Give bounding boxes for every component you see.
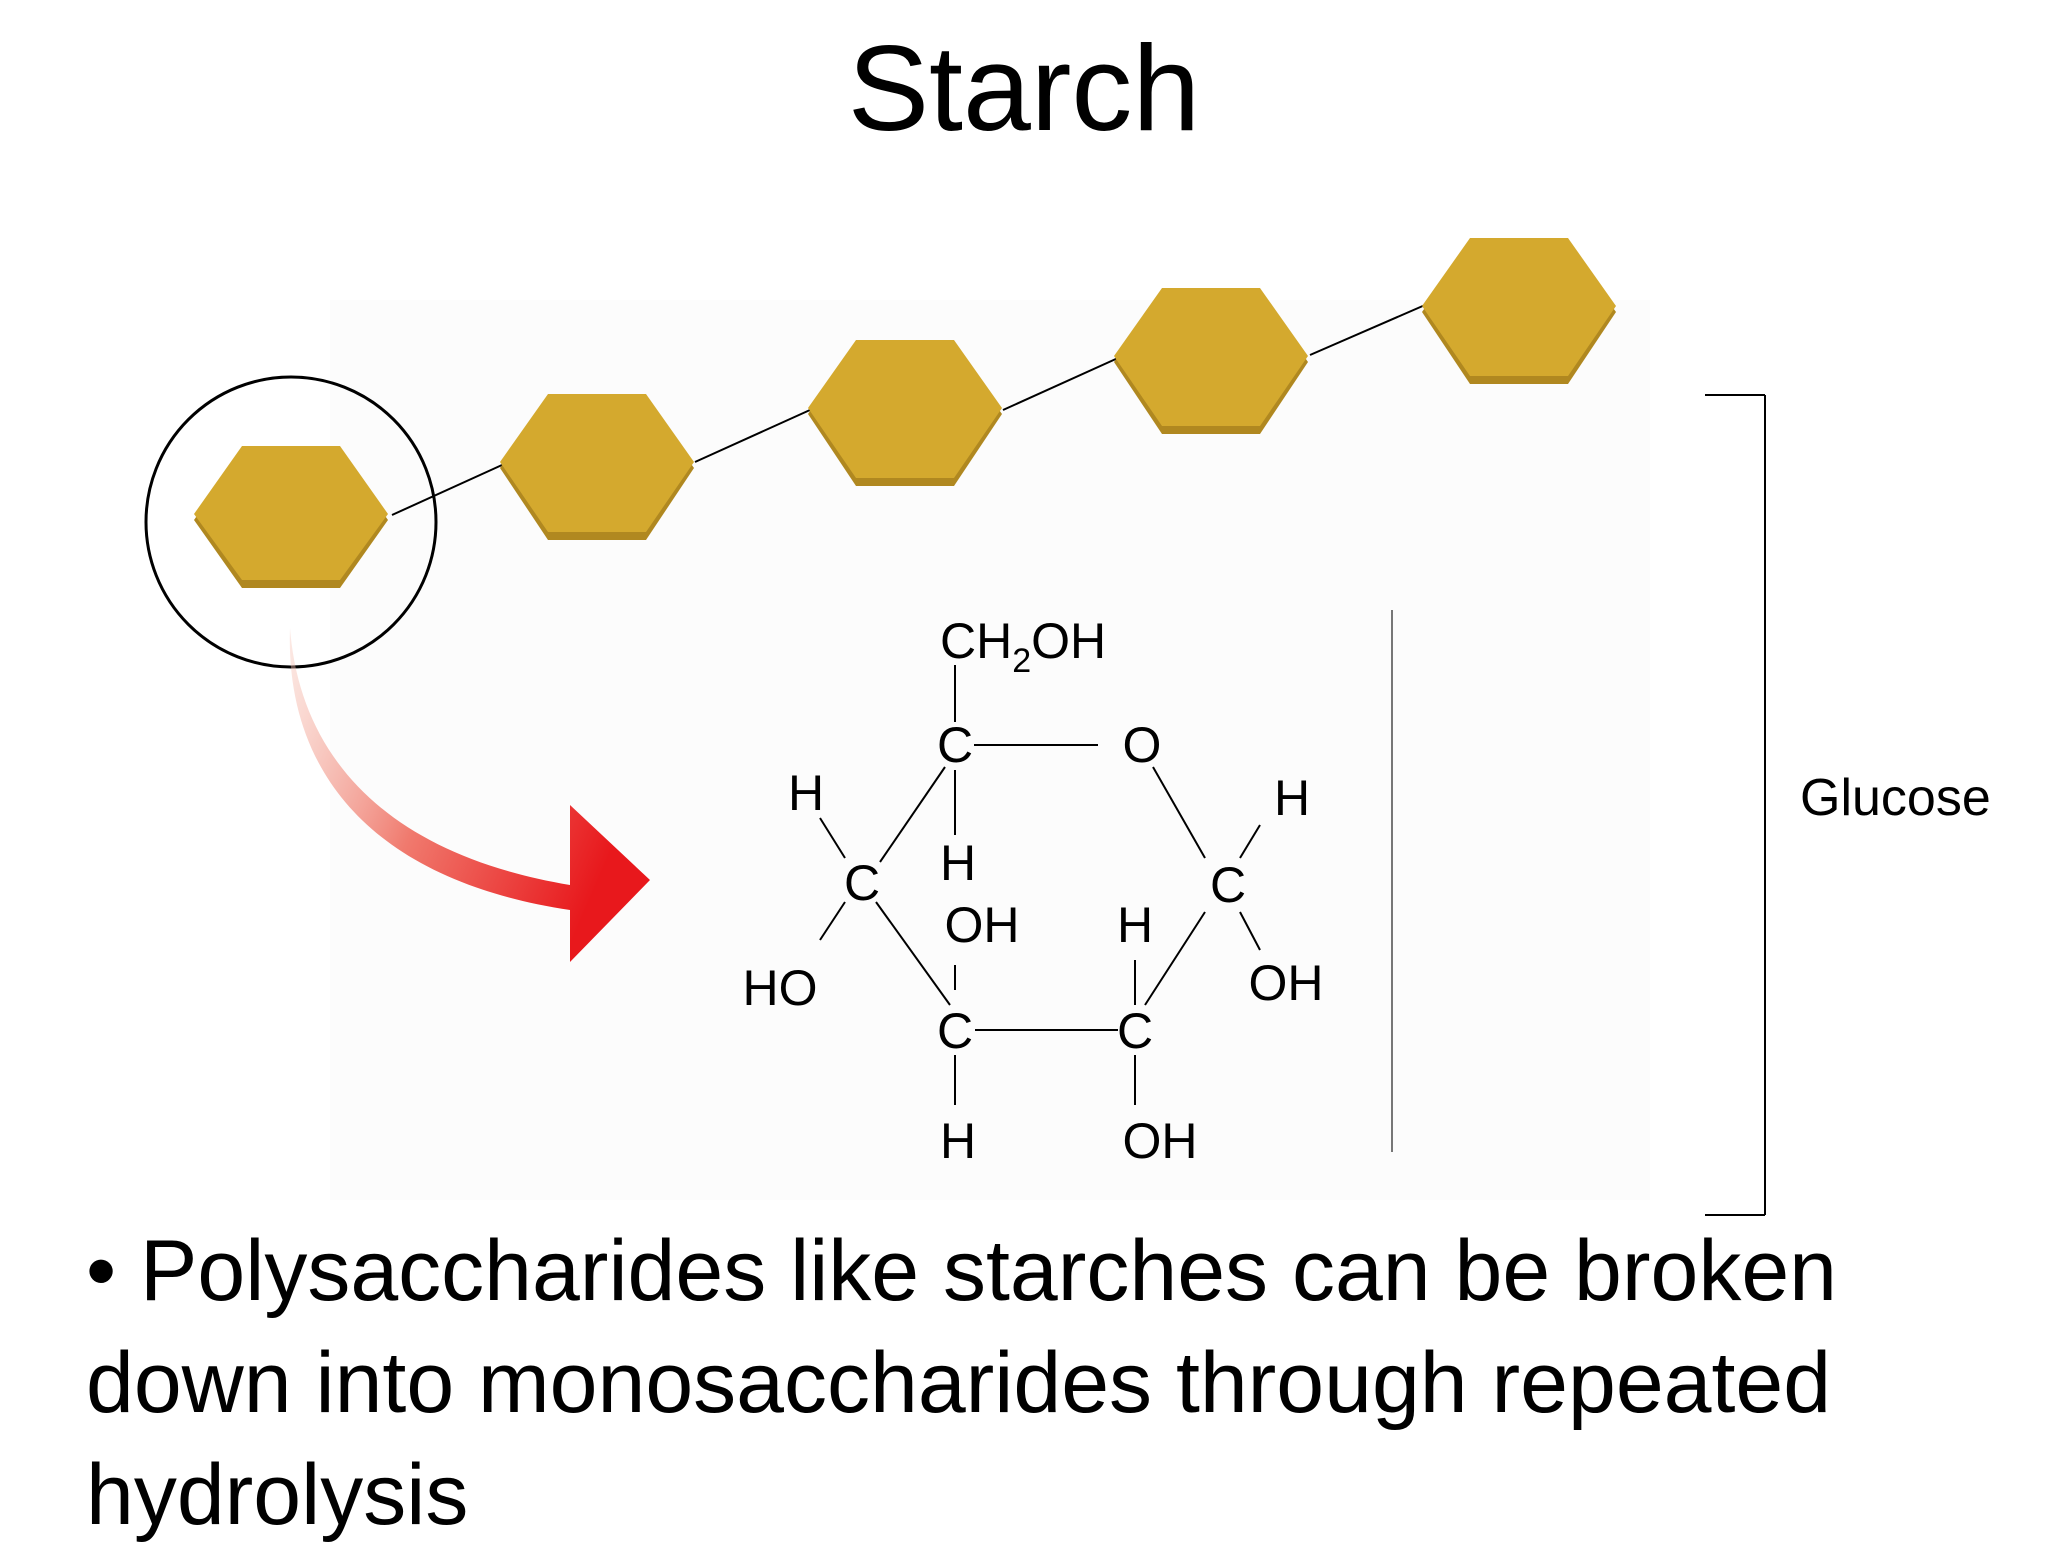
h-c4-label: H <box>788 765 824 821</box>
slide-title: Starch <box>847 20 1201 156</box>
c5-label: C <box>937 717 973 773</box>
c1-label: C <box>1210 857 1246 913</box>
oh-c2-label: OH <box>1123 1113 1198 1169</box>
oh-c3-label: OH <box>945 897 1020 953</box>
glucose-unit-3 <box>808 340 1002 486</box>
glucose-unit-2 <box>500 394 694 540</box>
glucose-labels: CH2OH C O H H C OH H HO C C H OH H C OH <box>743 613 1324 1169</box>
bullet-marker: • <box>86 1223 117 1319</box>
glucose-label: Glucose <box>1800 769 1991 827</box>
curved-arrow <box>289 628 650 962</box>
bond-1-2 <box>391 464 503 516</box>
ho-c4-label: HO <box>743 960 818 1016</box>
glucose-unit-5 <box>1422 238 1616 384</box>
ch2oh-label: CH2OH <box>940 613 1106 680</box>
c2-label: C <box>1117 1003 1153 1059</box>
bond-4-5 <box>1309 304 1426 356</box>
bullet-text: Polysaccharides like starches can be bro… <box>86 1223 1838 1543</box>
glucose-unit-4 <box>1114 288 1308 434</box>
c3-label: C <box>937 1003 973 1059</box>
glucose-structure <box>819 665 1261 1105</box>
glucose-unit-1 <box>194 446 388 588</box>
bond-2-3 <box>694 409 811 463</box>
oh-c1-label: OH <box>1249 955 1324 1011</box>
glucose-bracket <box>1705 394 1766 1216</box>
c4-label: C <box>844 855 880 911</box>
bond-3-4 <box>1002 357 1119 411</box>
h-c1-label: H <box>1274 770 1310 826</box>
h-c5-label: H <box>940 835 976 891</box>
ring-oxygen-label: O <box>1123 717 1162 773</box>
h-c3-label: H <box>940 1113 976 1169</box>
bullet-point: • Polysaccharides like starches can be b… <box>86 1215 2026 1551</box>
h-c2-label: H <box>1117 897 1153 953</box>
